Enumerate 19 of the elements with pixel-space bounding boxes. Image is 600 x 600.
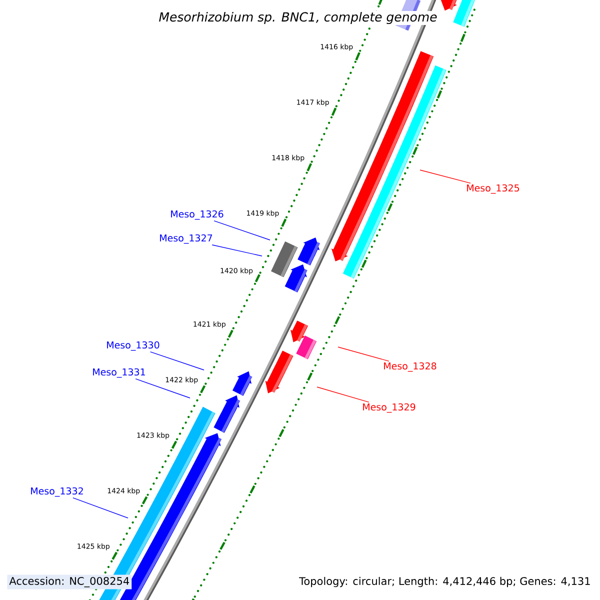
leader-line xyxy=(338,346,390,362)
leader-line xyxy=(72,498,128,518)
leader-line xyxy=(150,352,204,370)
gene-label: Meso_1330 xyxy=(107,341,160,351)
gene-label: Meso_1332 xyxy=(31,487,83,497)
leader-line xyxy=(420,170,471,184)
leader-line xyxy=(214,220,270,240)
gene-label: Meso_1329 xyxy=(363,403,416,413)
accession-label: Accession: NC_008254 xyxy=(7,574,132,590)
gene-label: Meso_1326 xyxy=(171,210,224,220)
title: Mesorhizobium sp. BNC1, complete genome xyxy=(158,10,438,26)
gene-label: Meso_1325 xyxy=(467,184,520,194)
info-text: Topology: circular; Length: 4,412,446 bp; Genes: 4,131 xyxy=(297,574,593,590)
leader-line xyxy=(316,386,370,403)
gene-label: Meso_1327 xyxy=(160,234,212,244)
gene-label: Meso_1331 xyxy=(93,368,145,378)
leader-line xyxy=(135,378,190,398)
gene-label: Meso_1328 xyxy=(384,362,436,372)
leader-line xyxy=(212,244,262,256)
